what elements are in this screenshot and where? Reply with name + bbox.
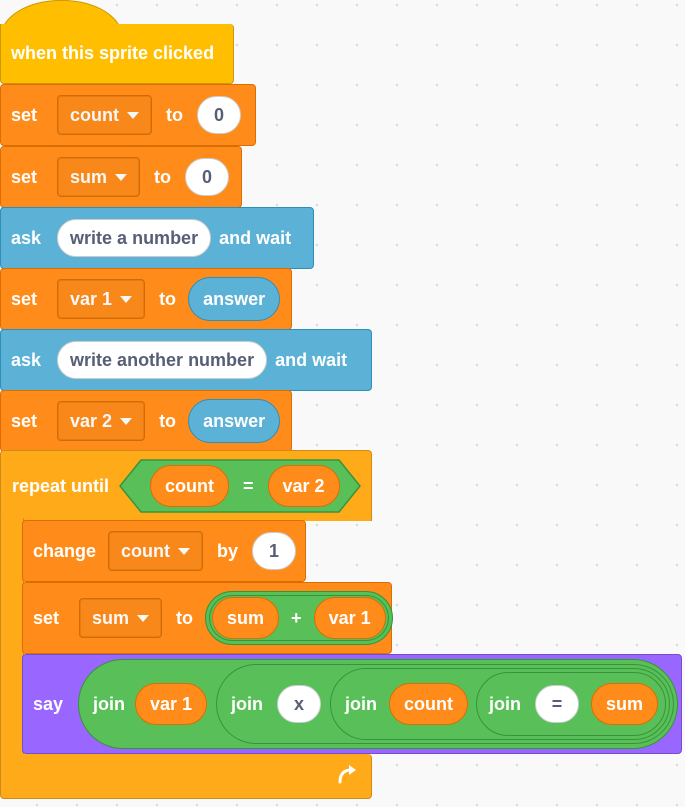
answer-reporter[interactable]: answer xyxy=(188,277,281,321)
to-label: to xyxy=(166,104,184,125)
to-label: to xyxy=(159,288,177,309)
and-wait-label: and wait xyxy=(219,227,292,248)
to-label: to xyxy=(154,166,172,187)
count-reporter[interactable]: count xyxy=(150,465,229,507)
set-label: set xyxy=(11,410,38,431)
set-label: set xyxy=(11,104,38,125)
value-input[interactable]: 0 xyxy=(185,158,230,196)
join-label: join xyxy=(489,693,521,714)
variable-dropdown[interactable]: var 1 xyxy=(57,279,146,319)
set-count-block[interactable]: set count to 0 xyxy=(0,84,256,146)
variable-dropdown[interactable]: var 2 xyxy=(57,401,146,441)
question-input[interactable]: write a number xyxy=(57,219,212,257)
var1-reporter[interactable]: var 1 xyxy=(135,683,208,725)
hat-label: when this sprite clicked xyxy=(11,43,215,63)
loop-arrow-icon xyxy=(338,765,356,784)
variable-name: var 2 xyxy=(70,410,113,431)
ask-block[interactable]: ask write a number and wait xyxy=(0,207,314,269)
join-reporter-4[interactable]: join = sum xyxy=(476,672,666,736)
variable-dropdown[interactable]: sum xyxy=(57,157,141,197)
variable-name: var 1 xyxy=(70,288,113,309)
x-input[interactable]: x xyxy=(277,685,321,723)
plus-operator: + xyxy=(291,607,302,628)
var1-reporter[interactable]: var 1 xyxy=(313,597,386,639)
set-label: set xyxy=(11,288,38,309)
add-operator[interactable]: sum + var 1 xyxy=(205,591,393,645)
count-reporter[interactable]: count xyxy=(389,683,468,725)
question-input[interactable]: write another number xyxy=(57,341,268,379)
variable-name: count xyxy=(70,104,120,125)
ask-block-2[interactable]: ask write another number and wait xyxy=(0,329,372,391)
join-label: join xyxy=(231,693,263,714)
ask-label: ask xyxy=(11,227,42,248)
caret-down-icon xyxy=(178,547,191,555)
equals-input[interactable]: = xyxy=(535,685,579,723)
equals-operator: = xyxy=(243,475,254,496)
set-var1-block[interactable]: set var 1 to answer xyxy=(0,268,292,330)
set-sum-add-block[interactable]: set sum to sum + var 1 xyxy=(22,582,393,654)
variable-name: sum xyxy=(70,166,108,187)
set-var2-block[interactable]: set var 2 to answer xyxy=(0,390,292,452)
caret-down-icon xyxy=(127,111,140,119)
set-label: set xyxy=(11,166,38,187)
variable-dropdown[interactable]: count xyxy=(108,531,204,571)
answer-reporter[interactable]: answer xyxy=(188,399,281,443)
caret-down-icon xyxy=(115,173,128,181)
join-label: join xyxy=(345,693,377,714)
say-label: say xyxy=(33,693,64,714)
change-count-block[interactable]: change count by 1 xyxy=(22,520,306,582)
variable-dropdown[interactable]: sum xyxy=(79,598,163,638)
sum-reporter[interactable]: sum xyxy=(591,683,659,725)
set-sum-block[interactable]: set sum to 0 xyxy=(0,146,242,208)
caret-down-icon xyxy=(137,614,150,622)
change-label: change xyxy=(33,540,97,561)
variable-dropdown[interactable]: count xyxy=(57,95,153,135)
ask-label: ask xyxy=(11,349,42,370)
set-label: set xyxy=(33,607,60,628)
variable-name: sum xyxy=(92,607,130,628)
variable-name: count xyxy=(121,540,171,561)
join-label: join xyxy=(93,693,125,714)
caret-down-icon xyxy=(120,417,133,425)
by-label: by xyxy=(217,540,239,561)
value-input[interactable]: 0 xyxy=(197,96,242,134)
to-label: to xyxy=(159,410,177,431)
repeat-until-label: repeat until xyxy=(12,475,110,496)
caret-down-icon xyxy=(120,295,133,303)
and-wait-label: and wait xyxy=(275,349,348,370)
condition-content: count = var 2 xyxy=(150,465,340,507)
to-label: to xyxy=(176,607,194,628)
value-input[interactable]: 1 xyxy=(252,532,297,570)
when-sprite-clicked-block[interactable]: when this sprite clicked xyxy=(0,24,234,84)
repeat-until-arm xyxy=(0,518,24,758)
sum-reporter[interactable]: sum xyxy=(212,597,280,639)
repeat-until-bottom[interactable] xyxy=(0,754,372,799)
var2-reporter[interactable]: var 2 xyxy=(267,465,340,507)
